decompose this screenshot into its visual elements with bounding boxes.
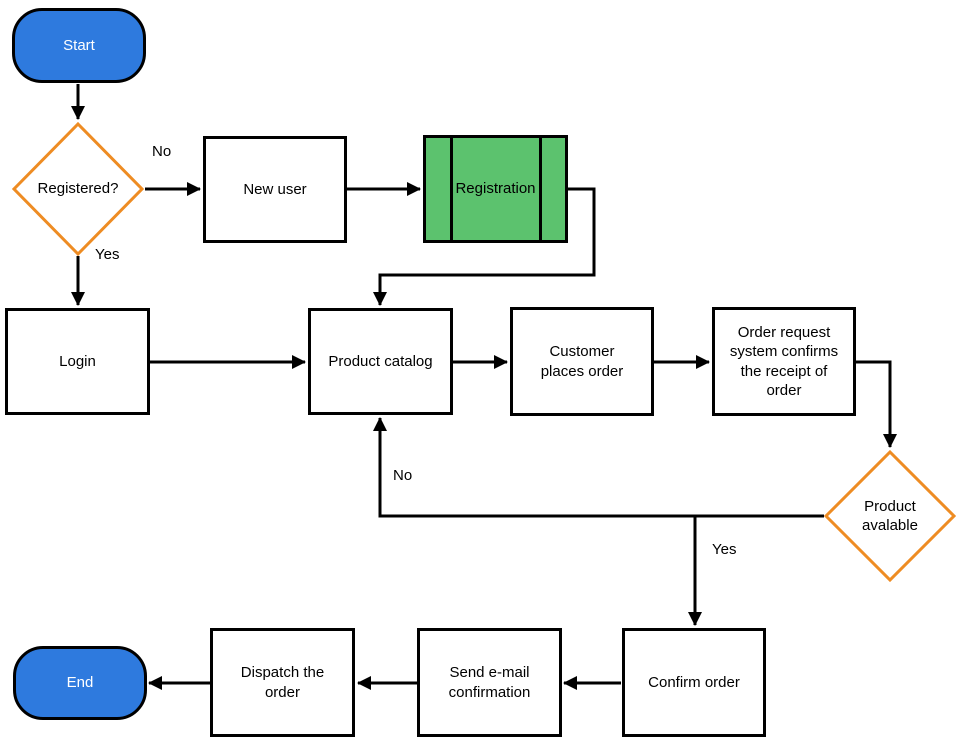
node-confirm-order-label: Confirm order	[648, 673, 740, 691]
node-registration: Registration	[423, 135, 568, 243]
node-order-request-confirm-label: Order request system confirms the receip…	[729, 324, 839, 399]
node-confirm-order: Confirm order	[622, 628, 766, 737]
node-send-email-confirmation: Send e-mail confirmation	[417, 628, 562, 737]
node-product-catalog: Product catalog	[308, 308, 453, 415]
edge-label-registered-yes: Yes	[93, 246, 122, 264]
node-product-available-decision: Product avalable	[824, 450, 956, 582]
node-product-available-label: Product avalable	[862, 497, 918, 534]
node-registered-label: Registered?	[37, 180, 119, 198]
node-customer-places-order-label: Customer places order	[540, 343, 624, 380]
edge-available-no-to-catalog	[373, 417, 824, 518]
edge-label-registered-no: No	[150, 143, 174, 161]
edge-order-request-to-available	[856, 360, 897, 448]
node-new-user: New user	[203, 136, 347, 243]
node-send-email-label: Send e-mail confirmation	[448, 664, 531, 701]
node-product-catalog-label: Product catalog	[328, 352, 433, 370]
node-order-request-confirm: Order request system confirms the receip…	[712, 307, 856, 416]
node-customer-places-order: Customer places order	[510, 307, 654, 416]
node-end-label: End	[66, 674, 94, 692]
diamond-shape	[12, 122, 144, 256]
node-end: End	[13, 646, 147, 720]
node-dispatch-order: Dispatch the order	[210, 628, 355, 737]
predefined-process-bar	[539, 138, 542, 240]
node-new-user-label: New user	[243, 180, 307, 198]
node-registered-decision: Registered?	[12, 122, 144, 256]
node-login-label: Login	[59, 352, 96, 370]
node-registration-label: Registration	[455, 180, 536, 198]
edge-label-product-yes: Yes	[710, 541, 739, 559]
node-start: Start	[12, 8, 146, 83]
edge-label-product-no: No	[391, 467, 415, 485]
diamond-shape	[824, 450, 956, 582]
node-login: Login	[5, 308, 150, 415]
node-start-label: Start	[63, 36, 95, 54]
predefined-process-bar	[450, 138, 453, 240]
node-dispatch-label: Dispatch the order	[240, 664, 325, 701]
